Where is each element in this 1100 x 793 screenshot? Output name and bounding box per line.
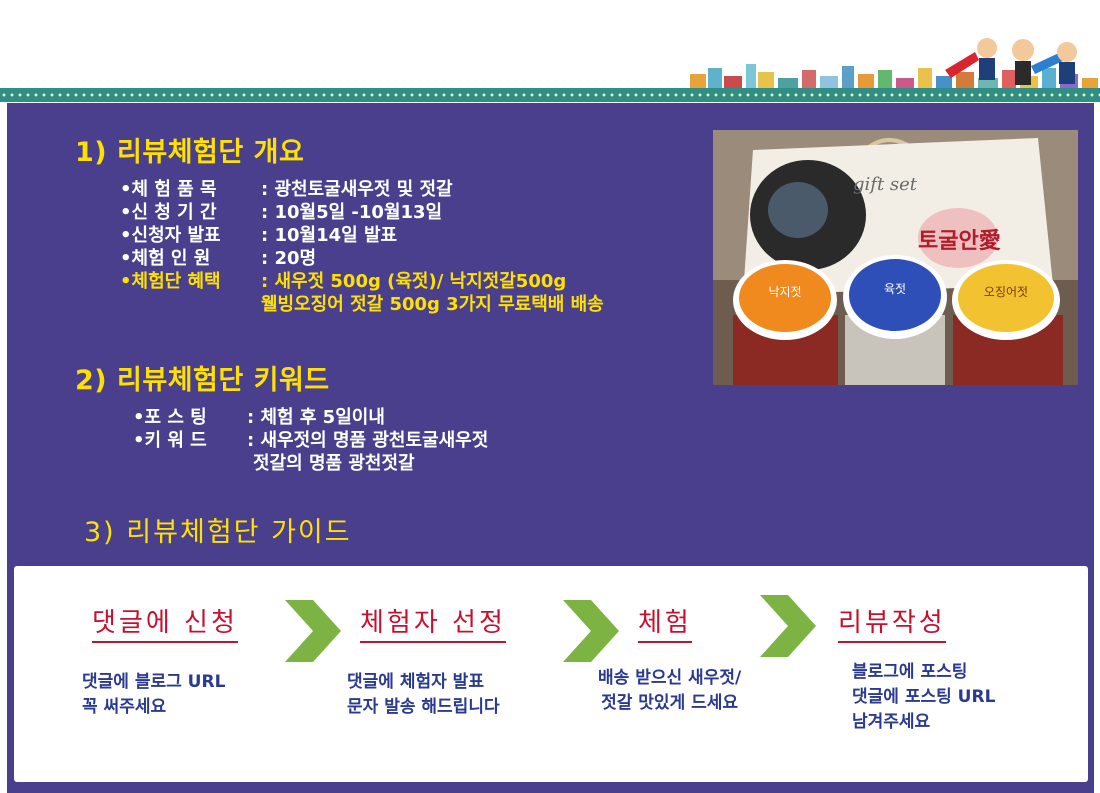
section1-list: •체 험 품 목 : 광천토굴새우젓 및 젓갈 •신 청 기 간 : 10월5일 -…: [120, 178, 604, 316]
section1-row: •신 청 기 간 : 10월5일 -10월13일: [120, 201, 604, 224]
section2-row-cont: 젓갈의 명품 광천젓갈: [133, 452, 488, 475]
guide-box: [14, 566, 1088, 782]
section2-row: •포 스 팅 : 체험 후 5일이내: [133, 406, 488, 429]
gift-set-text: gift set: [853, 174, 918, 195]
row-label: •신 청 기 간: [120, 202, 217, 223]
row-label: •체 험 품 목: [120, 179, 217, 200]
desc-line: 남겨주세요: [852, 712, 931, 732]
chevron-right-icon: [760, 595, 816, 657]
product-photo: gift set 토굴안愛 낙지젓 육젓 오징어젓: [713, 130, 1078, 385]
row-value: : 10월5일 -10월13일: [261, 202, 443, 223]
desc-line: 댓글에 블로그 URL: [82, 672, 226, 692]
row-value: : 새우젓의 명품 광천토굴새우젓: [247, 430, 489, 451]
jar-label-1: 낙지젓: [768, 285, 801, 299]
section1-row: •체 험 품 목 : 광천토굴새우젓 및 젓갈: [120, 178, 604, 201]
section1-row: •신청자 발표 : 10월14일 발표: [120, 224, 604, 247]
row-value: 젓갈의 명품 광천젓갈: [253, 453, 415, 474]
section2-row: •키 워 드 : 새우젓의 명품 광천토굴새우젓: [133, 429, 488, 452]
step-title-selection: 체험자 선정: [360, 602, 506, 643]
step-desc-selection: 댓글에 체험자 발표 문자 발송 해드립니다: [347, 670, 500, 720]
row-label: •체험단 혜택: [120, 271, 221, 292]
row-label: •키 워 드: [133, 430, 207, 451]
desc-line: 젓갈 맛있게 드세요: [601, 693, 739, 713]
step-title-experience: 체험: [638, 602, 692, 643]
row-value: : 광천토굴새우젓 및 젓갈: [261, 179, 453, 200]
step-title-apply: 댓글에 신청: [92, 602, 238, 643]
row-label: •신청자 발표: [120, 225, 221, 246]
row-value: : 새우젓 500g (육젓)/ 낙지젓갈500g: [261, 271, 567, 292]
step-desc-apply: 댓글에 블로그 URL 꼭 써주세요: [82, 670, 225, 720]
section2-list: •포 스 팅 : 체험 후 5일이내 •키 워 드 : 새우젓의 명품 광천토굴새…: [133, 406, 488, 475]
row-value: : 체험 후 5일이내: [247, 407, 385, 428]
row-value: : 20명: [261, 248, 317, 269]
decorative-dots: [0, 93, 1100, 97]
step-title-review: 리뷰작성: [838, 602, 946, 643]
row-value: 웰빙오징어 젓갈 500g 3가지 무료택배 배송: [261, 294, 604, 315]
row-value: : 10월14일 발표: [261, 225, 398, 246]
row-label: •포 스 팅: [133, 407, 207, 428]
desc-line: 블로그에 포스팅: [852, 662, 968, 682]
step-desc-review: 블로그에 포스팅 댓글에 포스팅 URL 남겨주세요: [852, 660, 995, 735]
brand-text: 토굴안愛: [918, 228, 1001, 254]
section3-heading: 3) 리뷰체험단 가이드: [84, 517, 352, 548]
desc-line: 배송 받으신 새우젓/: [598, 668, 742, 688]
section2-heading: 2) 리뷰체험단 키워드: [75, 365, 330, 396]
section1-heading: 1) 리뷰체험단 개요: [75, 137, 305, 168]
section1-row: •체험 인 원 : 20명: [120, 247, 604, 270]
chevron-right-icon: [285, 600, 341, 662]
row-label: •체험 인 원: [120, 248, 211, 269]
chevron-right-icon: [563, 600, 619, 662]
section1-row-benefit-cont: 웰빙오징어 젓갈 500g 3가지 무료택배 배송: [120, 293, 604, 316]
cartoon-people-decoration: [935, 30, 1095, 94]
jar-label-3: 오징어젓: [984, 285, 1028, 299]
desc-line: 댓글에 포스팅 URL: [852, 687, 996, 707]
desc-line: 문자 발송 해드립니다: [347, 697, 500, 717]
step-desc-experience: 배송 받으신 새우젓/ 젓갈 맛있게 드세요: [598, 666, 741, 716]
desc-line: 댓글에 체험자 발표: [347, 672, 484, 692]
desc-line: 꼭 써주세요: [82, 697, 167, 717]
section1-row-benefit: •체험단 혜택 : 새우젓 500g (육젓)/ 낙지젓갈500g: [120, 270, 604, 293]
jar-label-2: 육젓: [884, 282, 906, 296]
